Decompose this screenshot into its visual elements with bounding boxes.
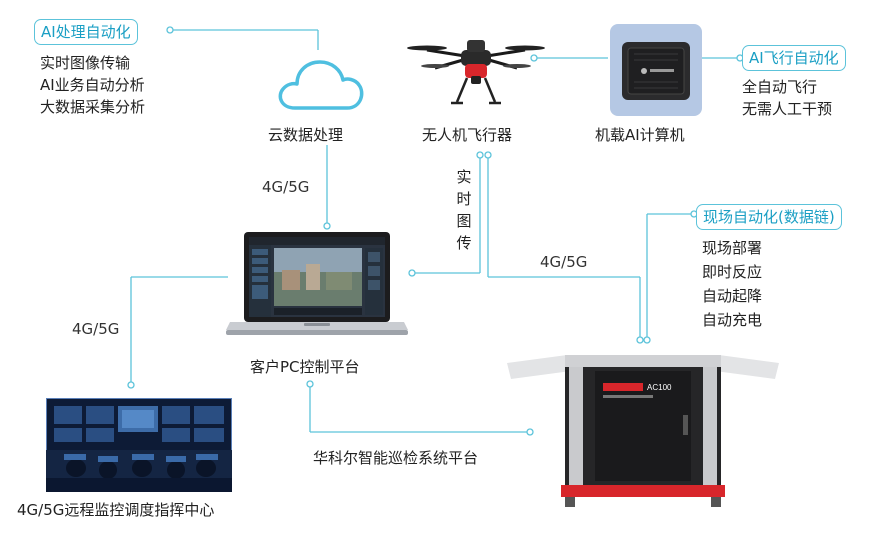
list-item: 大数据采集分析 bbox=[40, 98, 146, 116]
ai-flight-title: AI飞行自动化 bbox=[742, 45, 846, 71]
cloud-label: 云数据处理 bbox=[268, 126, 344, 144]
list-item: 即时反应 bbox=[702, 263, 763, 281]
list-item: 自动充电 bbox=[702, 311, 763, 329]
drone-label: 无人机飞行器 bbox=[422, 126, 513, 144]
list-item: 全自动飞行 bbox=[742, 78, 818, 96]
control-center-image bbox=[46, 398, 232, 492]
control-center-label: 4G/5G远程监控调度指挥中心 bbox=[17, 501, 215, 519]
drone-icon bbox=[407, 40, 545, 105]
realtime-video-label: 实 时 图 传 bbox=[456, 168, 472, 252]
ai-computer-icon bbox=[610, 24, 702, 116]
pc-platform-label: 客户PC控制平台 bbox=[250, 358, 360, 376]
station-model-text: AC100 bbox=[647, 383, 672, 392]
ai-computer-label: 机载AI计算机 bbox=[595, 126, 685, 144]
list-item: 自动起降 bbox=[702, 287, 763, 305]
site-automation-list: 现场部署 即时反应 自动起降 自动充电 bbox=[702, 236, 762, 332]
list-item: 现场部署 bbox=[702, 239, 763, 257]
ai-processing-title: AI处理自动化 bbox=[34, 19, 138, 45]
network-label-drone-station: 4G/5G bbox=[540, 253, 588, 271]
network-label-cloud-pc: 4G/5G bbox=[262, 178, 310, 196]
ai-flight-list: 全自动飞行 无需人工干预 bbox=[742, 76, 832, 120]
site-automation-title: 现场自动化(数据链) bbox=[696, 204, 842, 230]
cloud-icon bbox=[278, 60, 364, 110]
list-item: 无需人工干预 bbox=[742, 100, 833, 118]
inspection-station-image: AC100 bbox=[507, 355, 779, 507]
network-label-pc-center: 4G/5G bbox=[72, 320, 120, 338]
inspection-platform-label: 华科尔智能巡检系统平台 bbox=[313, 449, 479, 467]
ai-processing-list: 实时图像传输 AI业务自动分析 大数据采集分析 bbox=[40, 52, 145, 118]
list-item: AI业务自动分析 bbox=[40, 76, 145, 94]
laptop-icon bbox=[226, 232, 408, 335]
list-item: 实时图像传输 bbox=[40, 54, 131, 72]
